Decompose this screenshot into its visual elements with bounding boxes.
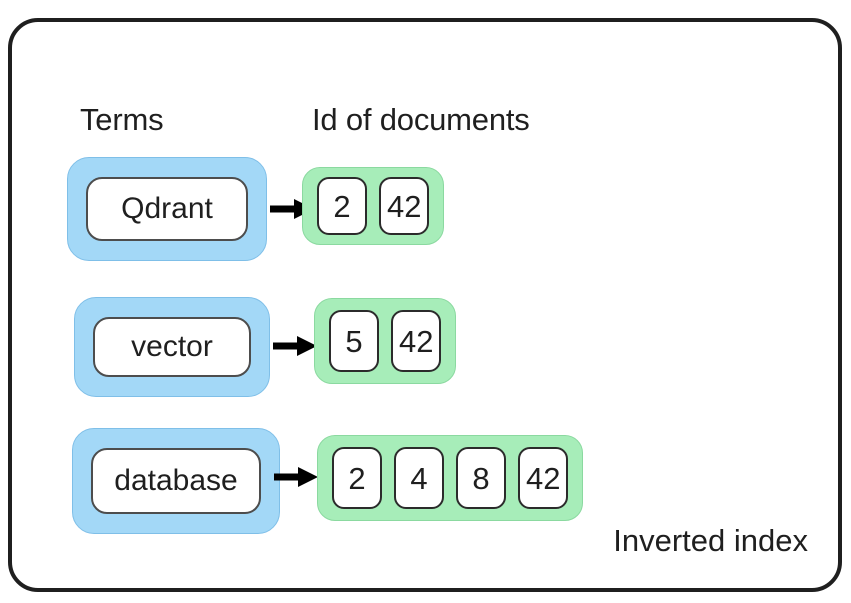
diagram-caption: Inverted index (613, 523, 808, 558)
doc-id-value: 5 (345, 323, 363, 359)
doc-id-value: 2 (348, 460, 366, 496)
doc-id-value: 42 (526, 460, 561, 496)
doc-id-value: 2 (333, 188, 351, 224)
doc-id-cell[interactable]: 42 (379, 177, 430, 235)
term-inner-box: Qdrant (86, 177, 248, 241)
doc-id-value: 42 (399, 323, 434, 359)
term-label: Qdrant (121, 192, 213, 225)
term-inner-box: vector (93, 317, 251, 377)
arrow-right-icon (274, 467, 318, 487)
doc-id-cell[interactable]: 8 (456, 447, 506, 509)
term-capsule-database[interactable]: database (72, 428, 280, 534)
term-capsule-qdrant[interactable]: Qdrant (67, 157, 267, 261)
doc-id-cell[interactable]: 4 (394, 447, 444, 509)
term-capsule-vector[interactable]: vector (74, 297, 270, 397)
index-row: vector 5 42 (12, 294, 851, 404)
doc-id-cell[interactable]: 5 (329, 310, 379, 372)
index-row: Qdrant 2 42 (12, 155, 851, 265)
term-inner-box: database (91, 448, 261, 514)
doc-id-value: 8 (472, 460, 490, 496)
doc-id-value: 42 (387, 188, 422, 224)
postings-list-vector: 5 42 (314, 298, 457, 384)
term-label: database (114, 464, 238, 497)
postings-list-database: 2 4 8 42 (317, 435, 584, 521)
column-header-doc-ids: Id of documents (312, 102, 530, 137)
column-header-terms: Terms (80, 102, 164, 137)
doc-id-cell[interactable]: 2 (317, 177, 367, 235)
postings-list-qdrant: 2 42 (302, 167, 445, 245)
doc-id-cell[interactable]: 42 (391, 310, 442, 372)
doc-id-cell[interactable]: 42 (518, 447, 569, 509)
doc-id-cell[interactable]: 2 (332, 447, 382, 509)
inverted-index-frame: Terms Id of documents Qdrant 2 42 (8, 18, 842, 592)
index-row: database 2 4 8 42 (12, 426, 851, 536)
arrow-right-icon (273, 336, 317, 356)
doc-id-value: 4 (410, 460, 428, 496)
term-label: vector (131, 330, 213, 363)
